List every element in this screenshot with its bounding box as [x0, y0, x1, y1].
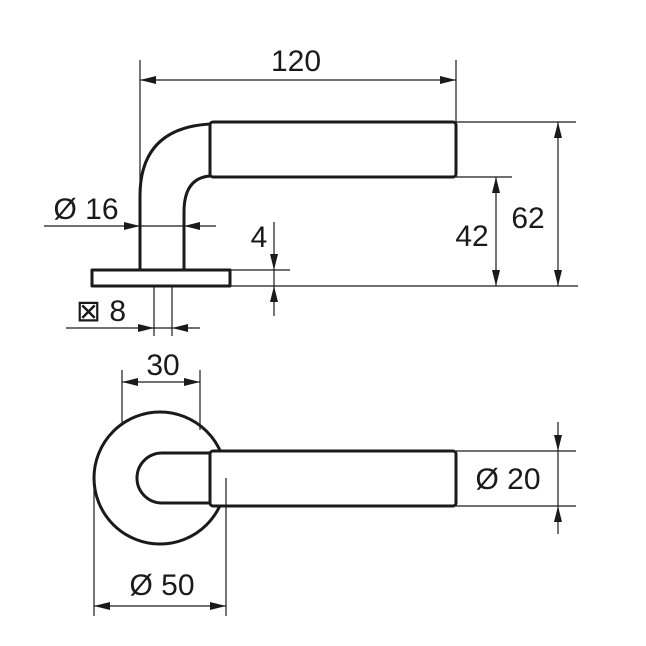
dim-length: 120: [271, 45, 321, 78]
dim-grip-diameter: Ø 20: [475, 463, 540, 496]
dim-rose-diameter: Ø 50: [129, 569, 194, 602]
top-view: [92, 410, 458, 546]
lever-neck: [138, 122, 212, 272]
dim-spindle: ⊠ 8: [76, 295, 126, 328]
dim-rose-thickness: 4: [251, 221, 268, 254]
dim-overall-height: 62: [511, 202, 544, 235]
dim-lever-height: 42: [455, 220, 488, 253]
dim-shaft-diameter: Ø 16: [53, 193, 118, 226]
neck-cap: [135, 451, 212, 505]
side-view: [90, 120, 458, 288]
dimension-labels: 120 Ø 16 4 42 62 ⊠ 8 30 Ø 20 Ø 50: [53, 45, 544, 602]
lever-grip-top: [208, 449, 458, 508]
dim-inner-offset: 30: [146, 349, 179, 382]
dimension-lines: [44, 60, 578, 616]
rose-plate: [90, 268, 232, 288]
lever-grip-side: [208, 120, 458, 179]
